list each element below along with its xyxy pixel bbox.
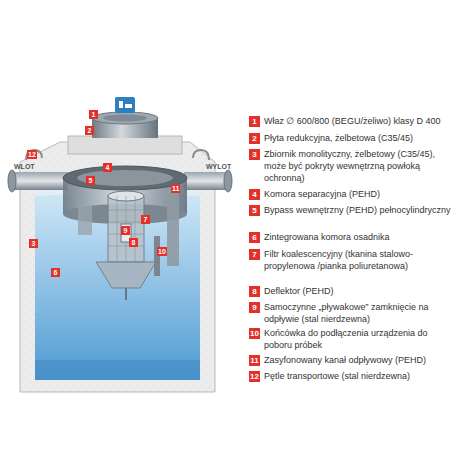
callout-number: 5 (86, 176, 95, 185)
callout-number: 9 (121, 226, 130, 235)
callout-number: 12 (27, 150, 37, 159)
callout-number: 4 (103, 163, 112, 172)
list-number: 10 (249, 328, 260, 339)
part-description: Właz ∅ 600/800 (BEGU/żeliwo) klasy D 400 (264, 115, 456, 127)
list-number: 9 (249, 302, 260, 313)
callout-number: 2 (85, 126, 94, 135)
list-number: 3 (249, 149, 260, 160)
list-number: 5 (249, 205, 260, 216)
part-description: Samoczynne „pływakowe” zamknięcie na odp… (264, 301, 456, 325)
inlet-pipe (8, 170, 68, 192)
sampling-tip (154, 236, 160, 276)
part-description: Komora separacyjna (PEHD) (264, 188, 456, 200)
callout-number: 3 (29, 239, 38, 248)
part-description: Zintegrowana komora osadnika (264, 231, 456, 243)
list-number: 4 (249, 189, 260, 200)
transport-loops (26, 150, 209, 160)
bypass (78, 205, 92, 235)
list-number: 2 (249, 133, 260, 144)
part-description: Deflektor (PEHD) (264, 285, 456, 297)
part-description: Płyta redukcyjna, żelbetowa (C35/45) (264, 132, 456, 144)
list-number: 11 (249, 355, 260, 366)
list-number: 7 (249, 249, 260, 260)
deflector (96, 262, 156, 300)
part-description: Bypass wewnętrzny (PEHD) pełnocylindrycz… (264, 204, 456, 216)
part-description: Zbiornik monolityczny, żelbetowy (C35/45… (264, 148, 456, 184)
part-description: Końcówka do podłączenia urządzenia do po… (264, 327, 456, 351)
callout-number: 8 (129, 238, 138, 247)
callout-number: 7 (141, 215, 150, 224)
list-number: 8 (249, 286, 260, 297)
coalescing-filter (108, 191, 144, 262)
callout-number: 11 (171, 184, 180, 193)
list-number: 1 (249, 116, 260, 127)
part-description: Filtr koalescencyjny (tkanina stalowo-pr… (264, 248, 456, 272)
callout-number: 1 (89, 110, 98, 119)
pipe-label: WYLOT (206, 163, 240, 170)
list-number: 12 (249, 371, 260, 382)
pipe-label: WLOT (14, 163, 44, 170)
siphon-channel (167, 188, 179, 266)
reduction-plate (68, 136, 182, 154)
callout-number: 6 (51, 268, 60, 277)
icon (115, 97, 135, 113)
manhole (92, 112, 158, 138)
callout-number: 10 (157, 247, 167, 256)
list-number: 6 (249, 232, 260, 243)
outlet-pipe (184, 170, 232, 192)
part-description: Pętle transportowe (stal nierdzewna) (264, 370, 456, 382)
part-description: Zasyfonowany kanał odpływowy (PEHD) (264, 354, 456, 366)
